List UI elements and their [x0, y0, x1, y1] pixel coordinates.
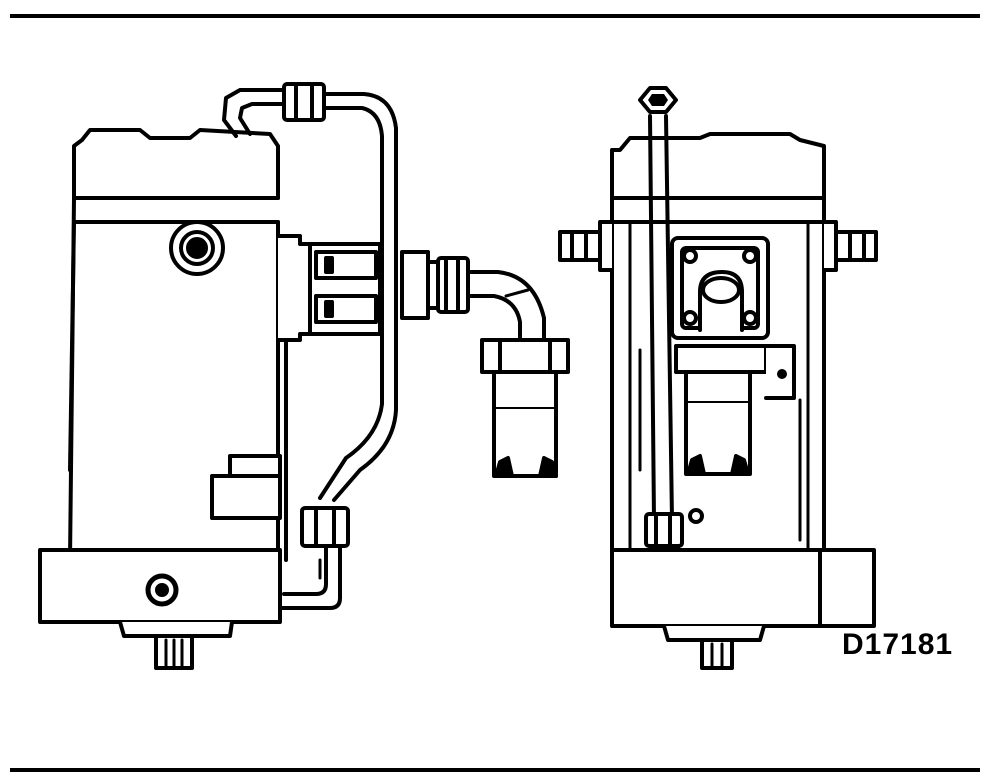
- right-view: [558, 86, 878, 670]
- figure-code-label: D17181: [842, 628, 954, 661]
- top-rule: [10, 14, 980, 18]
- left-view: [38, 82, 570, 670]
- bottom-rule: [10, 768, 980, 772]
